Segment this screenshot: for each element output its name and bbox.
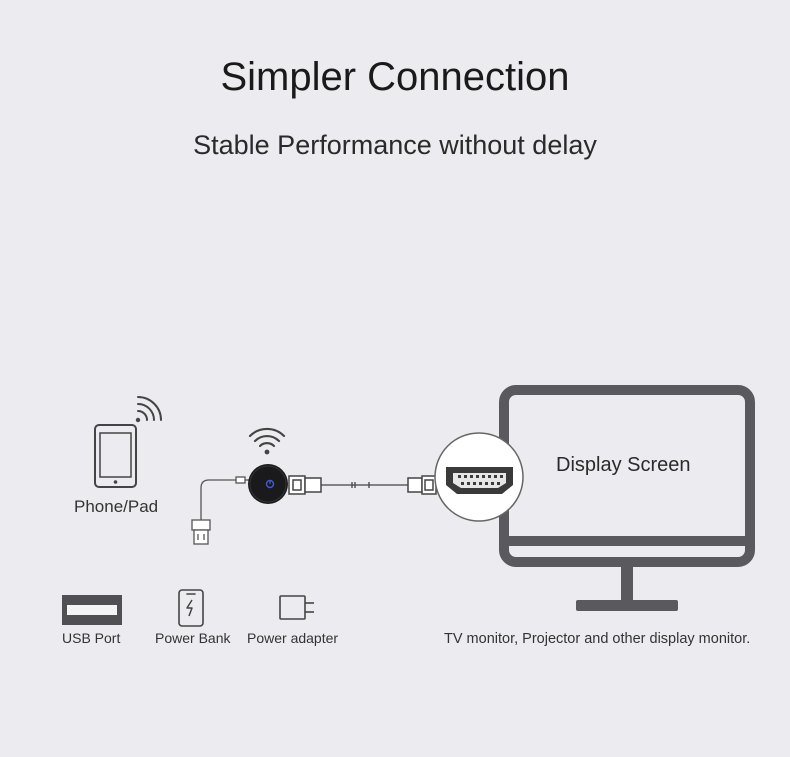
usb-port-icon xyxy=(62,595,122,625)
display-screen-label: Display Screen xyxy=(556,454,691,476)
hdmi-cable xyxy=(321,482,408,488)
usb-port-label: USB Port xyxy=(62,630,121,646)
page-subtitle: Stable Performance without delay xyxy=(193,130,597,160)
dongle-wifi-icon xyxy=(248,427,286,455)
power-bank-icon xyxy=(178,589,204,627)
usb-power-cable xyxy=(191,476,252,545)
power-adapter-label: Power adapter xyxy=(247,630,339,646)
hdmi-port-icon xyxy=(434,432,524,522)
hdmi-plug-dongle xyxy=(288,475,322,495)
hdmi-plug-display xyxy=(407,475,437,495)
phone-icon xyxy=(94,424,137,488)
phone-wifi-signal-icon xyxy=(135,396,162,423)
page-title: Simpler Connection xyxy=(220,55,570,99)
display-monitor-note: TV monitor, Projector and other display … xyxy=(444,631,751,647)
power-adapter-icon xyxy=(279,595,314,620)
wireless-dongle xyxy=(248,464,288,504)
phone-pad-label: Phone/Pad xyxy=(74,497,159,516)
power-bank-label: Power Bank xyxy=(155,630,231,646)
display-monitor xyxy=(499,385,755,611)
